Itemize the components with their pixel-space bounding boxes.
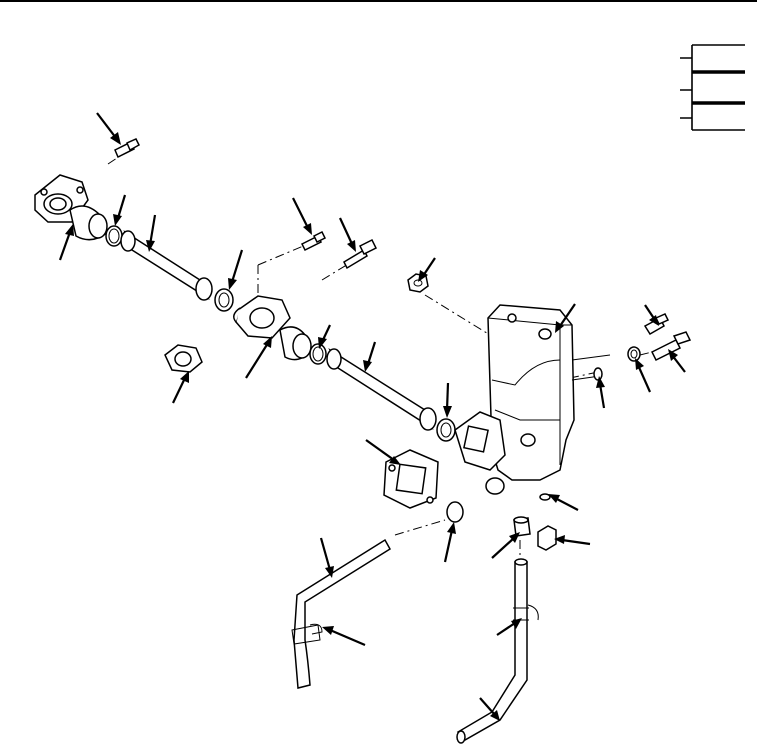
callout-arrow-11: [318, 324, 331, 349]
tube-left: [120, 230, 213, 301]
callout-arrow-26: [496, 618, 522, 636]
callout-arrow-17: [668, 349, 686, 373]
callout-arrow-14: [172, 371, 189, 404]
nipple-bottom: [513, 516, 531, 537]
callout-arrow-3: [58, 224, 74, 261]
bolt-center-2: [343, 238, 378, 270]
pipe-right: [456, 558, 539, 744]
gasket-flat: [383, 449, 439, 509]
o-ring-middle: [214, 288, 234, 312]
callout-arrow-27: [479, 697, 500, 721]
o-ring-right: [436, 418, 456, 442]
callout-arrow-8: [418, 257, 436, 282]
callout-arrow-2: [113, 194, 127, 226]
callout-arrow-12: [363, 341, 377, 372]
tube-right: [326, 348, 437, 431]
callout-arrow-25: [322, 626, 366, 647]
callout-arrow-9: [555, 303, 576, 333]
locator-bracket: [680, 44, 745, 131]
o-ring-center-right: [309, 343, 327, 365]
callout-arrow-16: [635, 358, 652, 393]
callout-arrow-1: [96, 112, 121, 145]
pipe-left: [291, 538, 392, 689]
plug-bottom: [537, 525, 557, 551]
callout-arrow-19: [365, 439, 401, 465]
bolt-right-1: [643, 313, 670, 336]
callout-arrow-7: [339, 217, 356, 252]
o-ring-small-right: [593, 367, 603, 381]
header-rule: [0, 0, 757, 2]
callout-arrow-5: [228, 249, 244, 290]
bushing-bottom: [446, 501, 464, 523]
elbow-flange-left: [34, 174, 109, 241]
callout-arrow-6: [292, 197, 312, 235]
callout-arrow-13: [245, 336, 272, 379]
callout-arrow-21: [554, 535, 591, 546]
washer-right: [627, 346, 641, 362]
callout-arrow-23: [491, 532, 520, 559]
gasket-small: [164, 344, 203, 373]
bolt-right-2: [650, 331, 692, 362]
tee-fitting-center: [233, 295, 312, 361]
seal-bottom: [539, 493, 551, 501]
bolt-top: [114, 138, 140, 159]
callout-arrow-10: [644, 304, 659, 326]
o-ring-left: [105, 225, 123, 247]
callout-arrow-22: [443, 522, 456, 563]
callout-arrows: [58, 112, 686, 721]
callout-arrow-15: [443, 382, 452, 418]
callout-arrow-18: [596, 376, 606, 409]
callout-arrow-24: [319, 537, 334, 578]
housing-main: [454, 304, 611, 495]
bolt-center-1: [300, 230, 327, 252]
callout-arrow-20: [548, 494, 579, 511]
callout-arrow-4: [146, 214, 157, 252]
